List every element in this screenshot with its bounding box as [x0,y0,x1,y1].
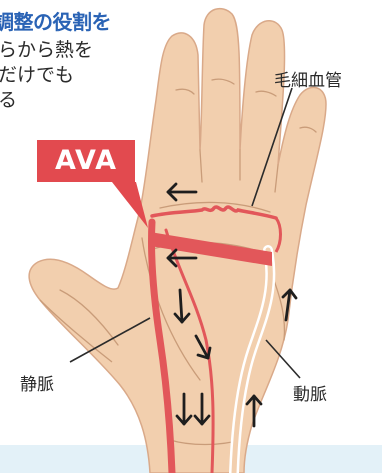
heading-text: 調整の役割を [0,6,111,35]
body-line: らから熱を [0,38,93,63]
body-line: だけでも [0,63,93,88]
vein-label: 静脈 [20,370,54,395]
capillary-label: 毛細血管 [274,66,342,91]
artery-label: 動脈 [293,380,327,405]
body-line: る [0,88,93,113]
ava-label: AVA [37,140,135,182]
body-text: らから熱を だけでも る [0,38,93,113]
